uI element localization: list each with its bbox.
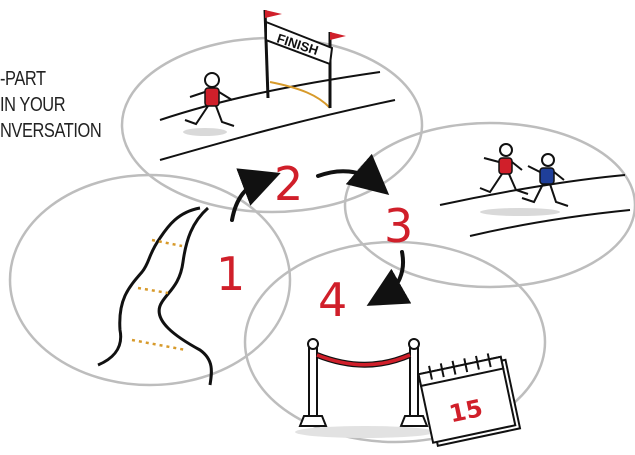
two-runners-icon [440,144,630,236]
step-arrow-icon [384,252,403,296]
step-number-3: 3 [384,199,413,253]
finish-line-runner-icon: FINISH [160,10,395,160]
bubble-step-1 [10,175,290,385]
step-number-4: 4 [318,273,347,327]
bubble-step-2 [122,38,422,212]
winding-road-icon [98,208,211,385]
step-arrow-icon [318,171,374,182]
velvet-rope-calendar-icon: 15 [295,339,520,447]
bubbles [10,38,635,442]
step-number-1: 1 [216,247,245,301]
step-number-2: 2 [274,157,303,211]
